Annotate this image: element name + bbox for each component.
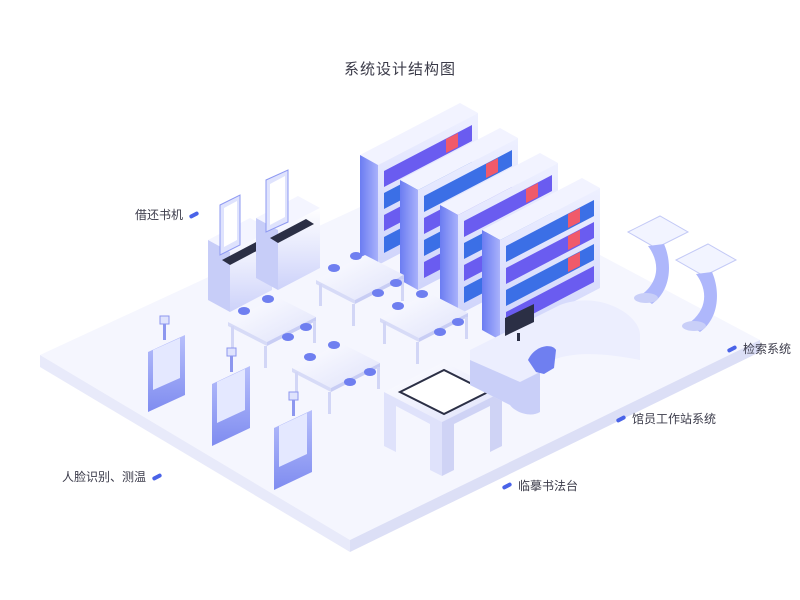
- search-terminal-1: [626, 215, 690, 304]
- label-staff-workstation-text: 馆员工作站系统: [632, 412, 717, 426]
- label-face-temp: 人脸识别、测温: [62, 468, 163, 485]
- face-temp-kiosks: [148, 315, 312, 490]
- bookshelf-4: [482, 178, 600, 340]
- calligraphy-table: [384, 362, 502, 476]
- face-kiosk-3: [274, 391, 312, 490]
- label-staff-workstation: 馆员工作站系统: [615, 410, 717, 427]
- pointer-marker-icon: [151, 472, 163, 481]
- label-search-text: 检索系统: [743, 342, 792, 356]
- chairs: [238, 252, 464, 386]
- reading-tables: [228, 252, 468, 414]
- pointer-marker-icon: [501, 481, 513, 490]
- borrow-return-machines: [208, 169, 320, 312]
- face-kiosk-1: [148, 315, 185, 412]
- pointer-marker-icon: [615, 414, 627, 423]
- borrow-return-machine-2: [256, 169, 320, 290]
- label-borrow-return: 借还书机: [135, 206, 200, 223]
- label-borrow-return-text: 借还书机: [135, 208, 184, 222]
- search-terminal-2: [674, 243, 738, 332]
- staff-workstation: [470, 300, 640, 415]
- search-terminals: [626, 215, 738, 332]
- label-calligraphy: 临摹书法台: [501, 477, 579, 494]
- pointer-marker-icon: [726, 344, 738, 353]
- pointer-marker-icon: [188, 210, 200, 219]
- face-kiosk-2: [212, 347, 250, 446]
- label-calligraphy-text: 临摹书法台: [518, 479, 579, 493]
- label-face-temp-text: 人脸识别、测温: [62, 470, 147, 484]
- bookshelves: [360, 103, 600, 340]
- label-search: 检索系统: [726, 340, 792, 357]
- diagram-title: 系统设计结构图: [343, 60, 456, 78]
